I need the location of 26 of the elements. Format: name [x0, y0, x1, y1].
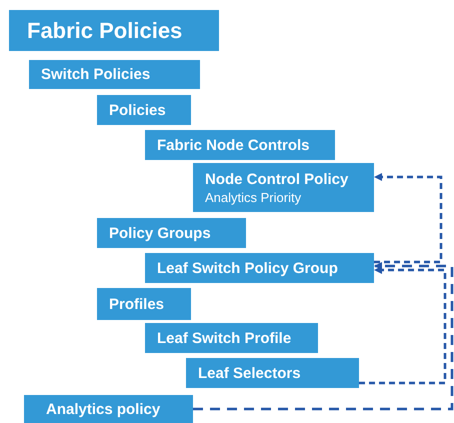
box-title: Node Control Policy	[205, 170, 350, 188]
policy-box	[9, 10, 219, 51]
dashed-arrow	[359, 266, 446, 384]
policy-box	[186, 358, 359, 388]
policy-box	[145, 253, 374, 283]
policy-box	[29, 60, 200, 89]
box-title: Leaf Switch Profile	[157, 330, 292, 346]
dashed-arrow	[193, 262, 454, 410]
box-subtitle: Analytics Priority	[205, 190, 302, 204]
policy-box	[24, 395, 193, 423]
policy-box	[97, 288, 191, 320]
box-title: Policy Groups	[109, 224, 212, 242]
box-title: Switch Policies	[41, 66, 152, 83]
policy-box	[145, 323, 318, 353]
box-title: Leaf Selectors	[198, 364, 302, 382]
box-title: Profiles	[109, 296, 166, 312]
box-title: Analytics policy	[46, 400, 162, 418]
policy-box	[97, 95, 191, 125]
box-title: Policies	[109, 102, 167, 118]
box-title: Fabric Policies	[27, 18, 184, 44]
dashed-arrow	[374, 173, 442, 264]
box-title: Fabric Node Controls	[157, 136, 311, 154]
box-title: Leaf Switch Policy Group	[157, 260, 339, 276]
policy-box	[97, 218, 246, 248]
policy-box	[145, 130, 335, 160]
policy-box	[193, 163, 374, 212]
